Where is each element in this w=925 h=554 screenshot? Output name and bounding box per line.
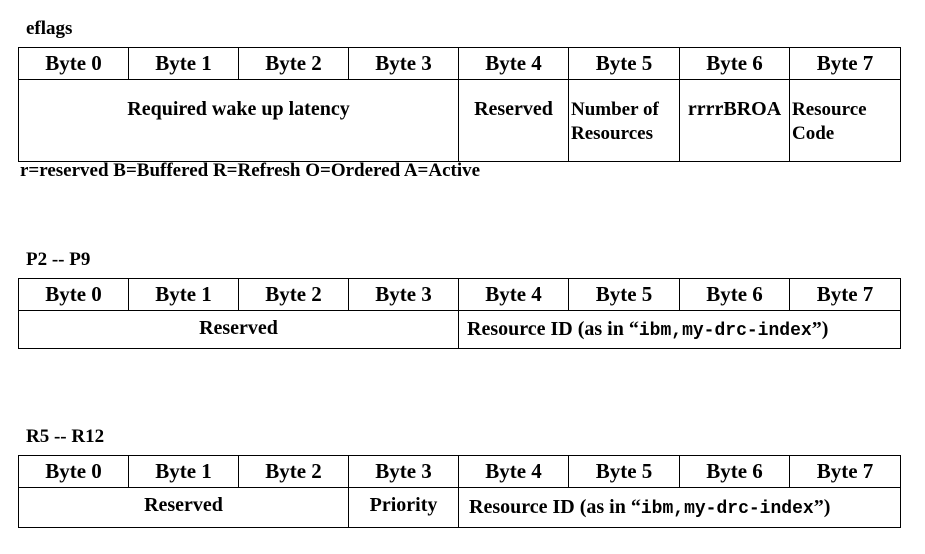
byte-4-header: Byte 4 <box>458 47 569 80</box>
eflags-table: Byte 0 Byte 1 Byte 2 Byte 3 Byte 4 Byte … <box>18 47 901 162</box>
byte-6-header: Byte 6 <box>679 47 790 80</box>
flags-field: rrrrBROA <box>679 79 790 162</box>
r-regs-header-row: Byte 0 Byte 1 Byte 2 Byte 3 Byte 4 Byte … <box>18 455 901 488</box>
byte-4-header: Byte 4 <box>458 455 569 488</box>
resource-id-code: ibm,my-drc-index <box>638 321 812 341</box>
wake-latency-field: Required wake up latency <box>18 79 459 162</box>
eflags-title: eflags <box>26 18 73 39</box>
byte-5-header: Byte 5 <box>568 278 680 311</box>
byte-2-header: Byte 2 <box>238 47 349 80</box>
byte-2-header: Byte 2 <box>238 455 349 488</box>
byte-7-header: Byte 7 <box>789 47 901 80</box>
resource-id-prefix: Resource ID (as in “ <box>469 496 641 518</box>
resource-id-suffix: ”) <box>813 496 831 518</box>
byte-0-header: Byte 0 <box>18 455 129 488</box>
byte-3-header: Byte 3 <box>348 278 459 311</box>
byte-4-header: Byte 4 <box>458 278 569 311</box>
number-of-resources-field: Number of Resources <box>568 79 680 162</box>
byte-1-header: Byte 1 <box>128 47 239 80</box>
r-regs-title: R5 -- R12 <box>26 426 105 447</box>
byte-1-header: Byte 1 <box>128 278 239 311</box>
p-regs-table: Byte 0 Byte 1 Byte 2 Byte 3 Byte 4 Byte … <box>18 278 901 349</box>
byte-3-header: Byte 3 <box>348 455 459 488</box>
resource-id-prefix: Resource ID (as in “ <box>467 318 639 340</box>
r-regs-resource-id-field: Resource ID (as in “ibm,my-drc-index”) <box>458 487 901 528</box>
resource-id-suffix: ”) <box>811 318 829 340</box>
byte-5-header: Byte 5 <box>568 455 680 488</box>
eflags-reserved-field: Reserved <box>458 79 569 162</box>
byte-2-header: Byte 2 <box>238 278 349 311</box>
byte-6-header: Byte 6 <box>679 455 790 488</box>
resource-id-code: ibm,my-drc-index <box>640 499 814 519</box>
eflags-header-row: Byte 0 Byte 1 Byte 2 Byte 3 Byte 4 Byte … <box>18 47 901 80</box>
p-regs-header-row: Byte 0 Byte 1 Byte 2 Byte 3 Byte 4 Byte … <box>18 278 901 311</box>
p-regs-title: P2 -- P9 <box>26 249 91 270</box>
p-regs-reserved-field: Reserved <box>18 310 459 349</box>
p-regs-field-row: Reserved Resource ID (as in “ibm,my-drc-… <box>18 310 901 349</box>
priority-field: Priority <box>348 487 459 528</box>
byte-0-header: Byte 0 <box>18 278 129 311</box>
byte-5-header: Byte 5 <box>568 47 680 80</box>
r-regs-field-row: Reserved Priority Resource ID (as in “ib… <box>18 487 901 528</box>
byte-7-header: Byte 7 <box>789 278 901 311</box>
byte-0-header: Byte 0 <box>18 47 129 80</box>
r-regs-reserved-field: Reserved <box>18 487 349 528</box>
byte-3-header: Byte 3 <box>348 47 459 80</box>
byte-1-header: Byte 1 <box>128 455 239 488</box>
r-regs-table: Byte 0 Byte 1 Byte 2 Byte 3 Byte 4 Byte … <box>18 455 901 528</box>
resource-code-field: Resource Code <box>789 79 901 162</box>
byte-7-header: Byte 7 <box>789 455 901 488</box>
p-regs-resource-id-field: Resource ID (as in “ibm,my-drc-index”) <box>458 310 901 349</box>
eflags-legend: r=reserved B=Buffered R=Refresh O=Ordere… <box>20 160 481 181</box>
eflags-field-row: Required wake up latency Reserved Number… <box>18 79 901 162</box>
byte-6-header: Byte 6 <box>679 278 790 311</box>
